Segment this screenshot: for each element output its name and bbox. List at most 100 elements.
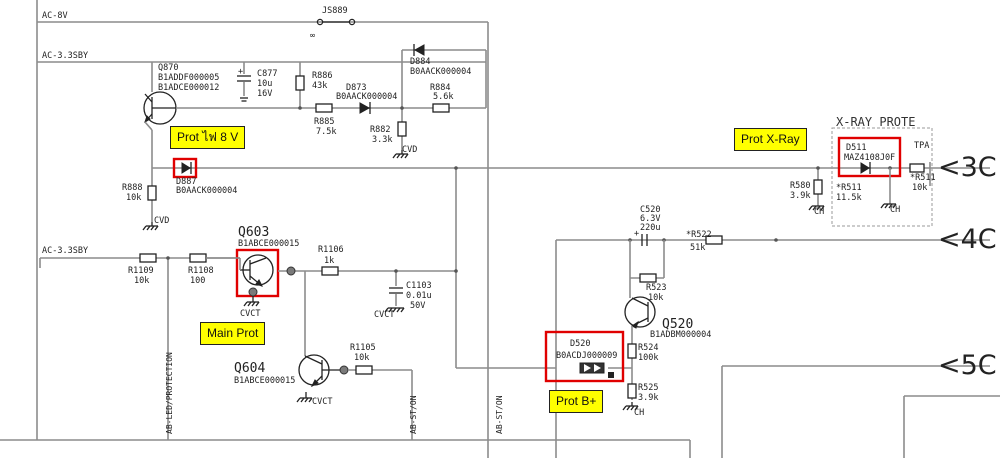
c1103-value1: 0.01u [406,291,432,301]
d520-diode [579,362,614,378]
d887-part: B0AACK000004 [176,186,237,196]
r882-resistor [397,121,407,137]
cvct-label-2: CVCT [374,310,394,320]
r884-resistor [432,103,450,113]
cvct-label-1: CVCT [240,309,260,319]
r580-value: 3.9k [790,191,810,201]
ch-label-3: CH [890,205,900,215]
r522-label: *R522 [686,230,712,240]
q870-label: Q870 [158,63,178,73]
r1109-value: 10k [134,276,149,286]
q604-transistor [298,354,340,388]
r511b-label: *R511 [910,173,936,183]
ch-ground-1 [622,402,639,411]
r884-label: R884 [430,83,450,93]
d887-label: D887 [176,177,196,187]
cvct-ground-2 [384,307,405,313]
r888-resistor [147,185,157,201]
svg-text:+: + [238,67,243,77]
r1105-resistor [355,365,373,375]
c520-value2: 220u [640,223,660,233]
r884-value: 5.6k [433,92,453,102]
connector-4c: <4C [938,224,997,255]
r523-resistor [639,273,657,283]
r885-resistor [315,103,333,113]
net-ac-8v: AC-8V [42,11,68,21]
q603-transistor [240,254,274,287]
net-ab-st-on-1: AB-ST/ON [409,395,418,434]
ch-label-1: CH [634,408,644,418]
r523-value: 10k [648,293,663,303]
q870-transistor [143,91,177,125]
d873-label: D873 [346,83,366,93]
c1103-label: C1103 [406,281,432,291]
q870-part2: B1ADCE000012 [158,83,219,93]
q603-marker [235,248,280,298]
q870-emitter-wire [144,121,153,131]
c877-value2: 16V [257,89,272,99]
r1106-value: 1k [324,256,334,266]
r522-value: 51k [690,243,705,253]
net-ab-st-on-2: AB-ST/ON [495,395,504,434]
r886-value: 43k [312,81,327,91]
c520-value1: 6.3V [640,214,660,224]
r1108-label: R1108 [188,266,214,276]
cvd-ground-2 [392,150,409,159]
r1109-resistor [139,253,157,263]
cvct-ground-3 [296,392,313,403]
r522-resistor [705,235,723,245]
tpa-label: TPA [914,141,929,151]
r580-label: R580 [790,181,810,191]
r1108-value: 100 [190,276,205,286]
d873-part: B0AACK000004 [336,92,397,102]
r1105-value: 10k [354,353,369,363]
cvd-ground-1 [142,222,159,231]
xray-protect-block [831,127,933,227]
d873-diode [359,102,371,114]
r511b-value: 10k [912,183,927,193]
r885-value: 7.5k [316,127,336,137]
prot-b-note: Prot B+ [549,390,604,413]
svg-text:+: + [634,229,639,239]
r525-value: 3.9k [638,393,658,403]
xray-block-title: X-RAY PROTE [836,115,915,129]
d511-part: MAZ4108J0F [844,153,895,163]
d520-label: D520 [570,339,590,349]
r886-resistor [295,75,305,91]
d887-diode [181,162,192,174]
r1108-resistor [189,253,207,263]
r580-resistor [813,179,823,195]
c1103-value2: 50V [410,301,425,311]
r525-label: R525 [638,383,658,393]
cvct-label-3: CVCT [312,397,332,407]
q604-part: B1ABCE000015 [234,376,295,386]
r525-resistor [627,383,637,399]
r1109-label: R1109 [128,266,154,276]
r1105-label: R1105 [350,343,376,353]
c877-label: C877 [257,69,277,79]
js889-label: JS889 [322,6,348,16]
r511-value: 11.5k [836,193,862,203]
r524-label: R524 [638,343,658,353]
r511-label: *R511 [836,183,862,193]
r1106-label: R1106 [318,245,344,255]
q603-part: B1ABCE000015 [238,239,299,249]
ch-label-2: CH [814,207,824,217]
r1106-resistor [321,266,339,276]
q520-part: B1ADBM000004 [650,330,711,340]
r524-resistor [627,343,637,359]
q604-label: Q604 [234,361,265,376]
net-ac-33sby-top: AC-3.3SBY [42,51,88,61]
prot-8v-note: Prot ไฟ 8 V [170,126,246,149]
main-prot-note: Main Prot [200,322,266,345]
d884-diode [413,44,425,56]
r885-label: R885 [314,117,334,127]
q870-part1: B1ADDF000005 [158,73,219,83]
net-ab-led-protection: AB-LED/PROTECTION [165,352,174,434]
js889-jumper [316,18,356,26]
cvd-label-2: CVD [402,145,417,155]
d511-diode [860,162,871,174]
q520-label: Q520 [662,317,693,332]
r511b-resistor [909,163,925,173]
